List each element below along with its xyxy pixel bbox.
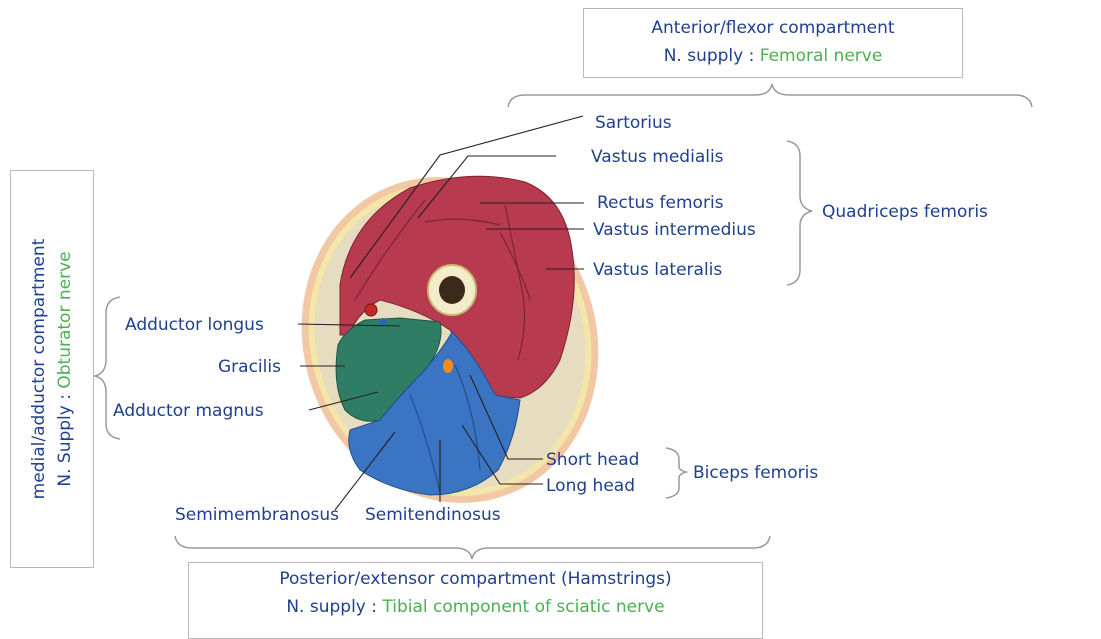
label-semimembranosus: Semimembranosus [175,505,339,525]
sciatic-nerve [443,359,453,373]
label-long-head: Long head [546,476,635,496]
anterior-brace [508,84,1032,107]
label-adductor-longus: Adductor longus [125,315,264,335]
femoral-vein [379,318,387,326]
label-semitendinosus: Semitendinosus [365,505,501,525]
femur-marrow [439,276,465,304]
label-vastus-lateralis: Vastus lateralis [593,260,722,280]
label-vastus-intermedius: Vastus intermedius [593,220,756,240]
label-gracilis: Gracilis [218,357,281,377]
quadriceps-brace [787,141,812,285]
femoral-artery [365,304,377,316]
label-short-head: Short head [546,450,639,470]
label-sartorius: Sartorius [595,113,672,133]
label-quadriceps-femoris: Quadriceps femoris [822,202,988,222]
label-adductor-magnus: Adductor magnus [113,401,264,421]
label-biceps-femoris: Biceps femoris [693,463,818,483]
posterior-brace [175,536,770,559]
label-vastus-medialis: Vastus medialis [591,147,724,167]
label-rectus-femoris: Rectus femoris [597,193,724,213]
biceps-brace [666,448,686,498]
